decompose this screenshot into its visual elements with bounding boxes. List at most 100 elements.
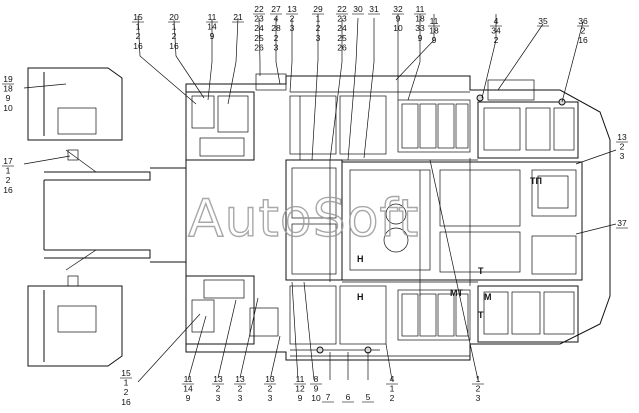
callout-number: 31: [369, 4, 379, 14]
callout-number: 3: [476, 393, 481, 403]
marker-t2: T: [478, 310, 484, 320]
callout-number: 21: [233, 12, 243, 22]
callout-number: 11: [208, 12, 217, 22]
callout-number: 26: [254, 42, 264, 52]
callout-number: 2: [620, 142, 625, 152]
callout-number: 11: [184, 374, 193, 384]
callout-number: 9: [6, 93, 11, 103]
callout-number: 5: [366, 392, 371, 402]
callout-number: 16: [169, 41, 179, 51]
callout-number: 23: [337, 14, 347, 24]
callout-number: 14: [183, 384, 193, 394]
callout-number: 9: [396, 14, 401, 24]
callout-b9: 6: [342, 392, 354, 403]
callout-number: 22: [337, 4, 347, 14]
callout-tl4: 21: [232, 12, 244, 23]
marker-h2: H: [357, 292, 364, 302]
callout-number: 3: [216, 393, 221, 403]
callout-number: 9: [418, 33, 423, 43]
marker-m: M: [484, 292, 492, 302]
callout-number: 9: [298, 393, 303, 403]
callout-number: 2: [476, 384, 481, 394]
callout-number: 36: [578, 16, 588, 26]
callout-number: 20: [169, 12, 179, 22]
markers: H H T T TП MT M: [357, 176, 542, 320]
callout-number: 27: [271, 4, 281, 14]
callout-number: 18: [415, 14, 425, 24]
leader-lines: [23, 14, 617, 383]
callout-number: 2: [238, 384, 243, 394]
callout-number: 8: [314, 374, 319, 384]
callout-number: 2: [316, 23, 321, 33]
callout-number: 9: [186, 393, 191, 403]
callout-number: 13: [287, 4, 297, 14]
callout-number: 9: [314, 384, 319, 394]
callout-number: 16: [121, 397, 131, 407]
callout-number: 3: [268, 393, 273, 403]
callout-number: 13: [213, 374, 223, 384]
callout-number: 10: [311, 393, 321, 403]
callout-number: 2: [581, 26, 586, 36]
callout-number: 3: [290, 23, 295, 33]
callout-number: 16: [578, 35, 588, 45]
callout-number: 13: [235, 374, 245, 384]
callout-number: 22: [254, 4, 264, 14]
callout-number: 11: [416, 4, 425, 14]
callout-number: 1: [136, 22, 141, 32]
callout-number: 13: [265, 374, 275, 384]
callout-tl16: 35: [537, 16, 549, 27]
callout-number: 9: [210, 31, 215, 41]
callout-number: 25: [337, 33, 347, 43]
callout-number: 2: [268, 384, 273, 394]
callout-number: 6: [346, 392, 351, 402]
callout-number: 17: [3, 156, 13, 166]
marker-tp: TП: [530, 176, 542, 186]
callout-number: 35: [538, 16, 548, 26]
callout-number: 1: [172, 22, 177, 32]
callout-number: 25: [254, 33, 264, 43]
callout-b10: 5: [362, 392, 374, 403]
callout-number: 11: [296, 374, 305, 384]
callout-number: 2: [124, 387, 129, 397]
callout-number: 13: [617, 132, 627, 142]
callout-number: 16: [3, 185, 13, 195]
callout-number: 33: [415, 23, 425, 33]
callout-b8: 7: [322, 392, 334, 403]
callout-number: 7: [326, 392, 331, 402]
callout-number: 16: [133, 41, 143, 51]
callout-number: 15: [121, 368, 131, 378]
callout-number: 2: [6, 175, 11, 185]
callout-number: 4: [390, 374, 395, 384]
marker-h1: H: [357, 254, 364, 264]
callout-number: 2: [290, 14, 295, 24]
callout-number: 9: [432, 35, 437, 45]
callout-number: 24: [254, 23, 264, 33]
callout-number: 14: [207, 22, 217, 32]
callout-b11: 412: [386, 374, 398, 403]
callout-number: 4: [274, 14, 279, 24]
callout-number: 11: [430, 16, 439, 26]
callout-number: 2: [390, 393, 395, 403]
callout-number: 30: [353, 4, 363, 14]
marker-t1: T: [478, 266, 484, 276]
callout-number: 1: [390, 384, 395, 394]
callout-number: 2: [494, 35, 499, 45]
callout-number: 1: [476, 374, 481, 384]
